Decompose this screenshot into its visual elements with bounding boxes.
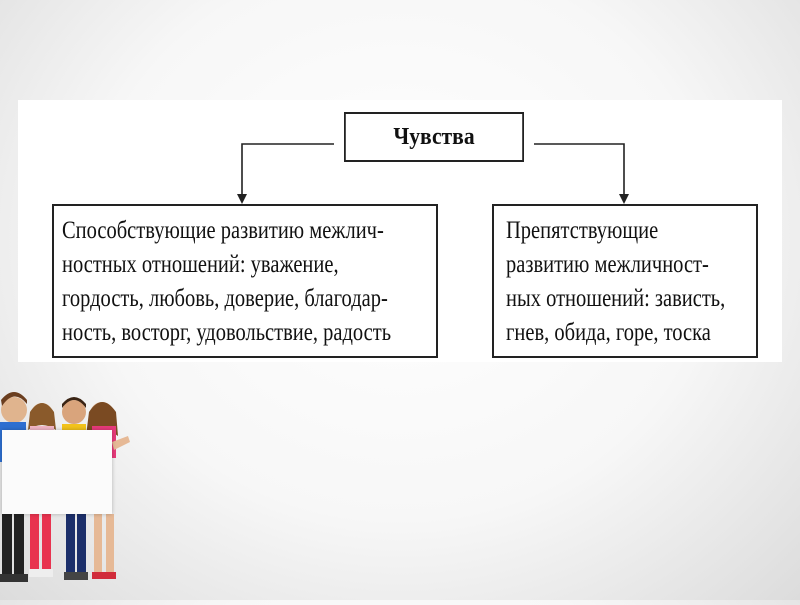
root-node-label: Чувства	[393, 123, 475, 150]
arrow-to-left-box	[237, 143, 334, 204]
node-text-line: Препятствующие	[506, 217, 659, 244]
arrow-to-right-box	[534, 143, 629, 204]
node-promoting-feelings: Способствующие развитию межлич- ностных …	[52, 204, 438, 358]
children-holding-sign-icon	[0, 380, 140, 600]
node-text-line: Способствующие развитию межлич-	[62, 217, 384, 244]
node-hindering-feelings: Препятствующие развитию межличност- ных …	[492, 204, 758, 358]
node-text-line: ность, восторг, удовольствие, радость	[62, 319, 392, 346]
node-text-line: гордость, любовь, доверие, благодар-	[62, 285, 388, 312]
node-text-line: ных отношений: зависть,	[506, 285, 726, 312]
connector-arrows	[237, 143, 629, 204]
blank-sign	[2, 430, 112, 514]
node-text-line: ностных отношений: уважение,	[62, 251, 339, 278]
node-text-line: развитию межличност-	[506, 251, 709, 278]
root-node-feelings: Чувства	[344, 112, 524, 162]
node-text-line: гнев, обида, горе, тоска	[506, 319, 711, 346]
diagram-panel: Чувства Способствующие развитию межлич- …	[18, 100, 782, 362]
